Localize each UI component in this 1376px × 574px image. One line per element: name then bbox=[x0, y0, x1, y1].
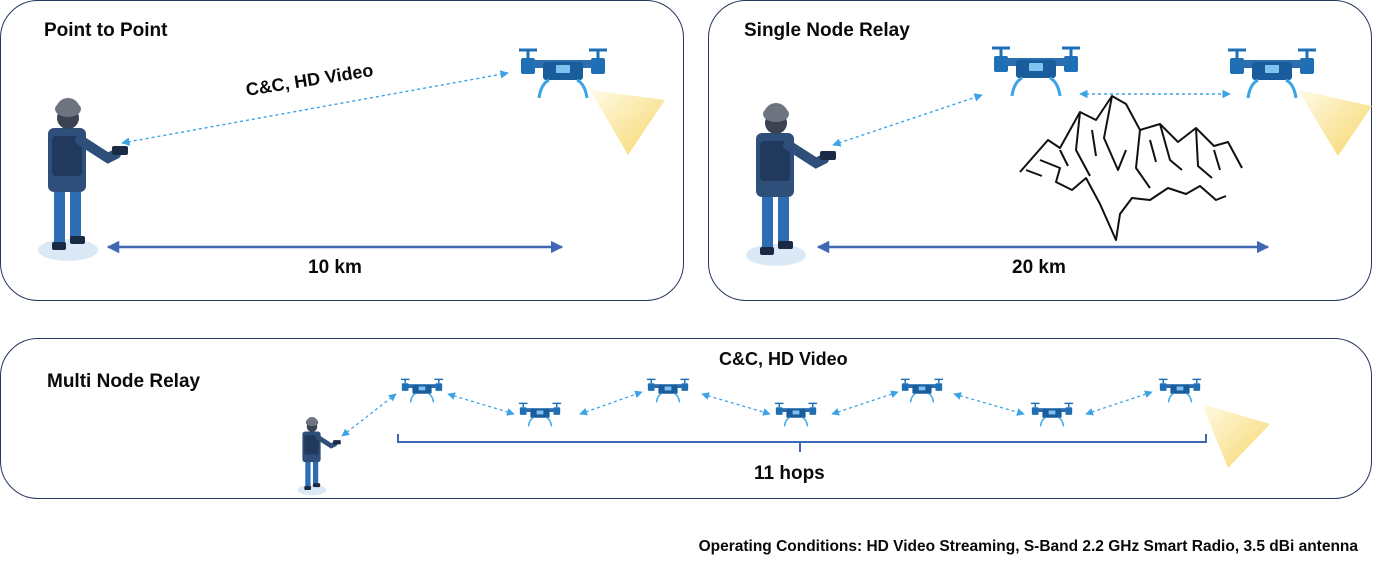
multi-title: Multi Node Relay bbox=[47, 371, 201, 392]
multi-links bbox=[341, 390, 1153, 437]
multi-drone-4-icon bbox=[774, 402, 818, 428]
operating-conditions: Operating Conditions: HD Video Streaming… bbox=[698, 538, 1358, 555]
single-camera-beam-icon bbox=[1298, 90, 1372, 156]
multi-drone-7-icon bbox=[1158, 378, 1202, 404]
panel-multi-node-relay bbox=[0, 338, 1372, 499]
multi-drone-6-icon bbox=[1030, 402, 1074, 428]
p2p-title: Point to Point bbox=[44, 20, 168, 41]
multi-drone-5-icon bbox=[900, 378, 944, 404]
mountain-icon bbox=[1019, 95, 1243, 241]
multi-drone-2-icon bbox=[518, 402, 562, 428]
multi-camera-beam-icon bbox=[1202, 404, 1270, 468]
p2p-distance-label: 10 km bbox=[308, 257, 362, 278]
multi-link-label: C&C, HD Video bbox=[719, 349, 848, 369]
single-relay-drone-icon bbox=[990, 46, 1082, 98]
multi-drone-1-icon bbox=[400, 378, 444, 404]
p2p-camera-beam-icon bbox=[590, 90, 665, 155]
p2p-soldier-icon bbox=[38, 98, 128, 261]
single-soldier-icon bbox=[746, 103, 836, 266]
multi-drone-3-icon bbox=[646, 378, 690, 404]
single-title: Single Node Relay bbox=[744, 20, 910, 41]
single-end-drone-icon bbox=[1226, 48, 1318, 100]
multi-hops-label: 11 hops bbox=[754, 463, 825, 484]
single-link-1 bbox=[832, 93, 983, 147]
multi-hops-bracket bbox=[397, 434, 1207, 452]
p2p-link bbox=[121, 70, 509, 146]
single-distance-label: 20 km bbox=[1012, 257, 1066, 278]
multi-soldier-icon bbox=[298, 417, 341, 495]
